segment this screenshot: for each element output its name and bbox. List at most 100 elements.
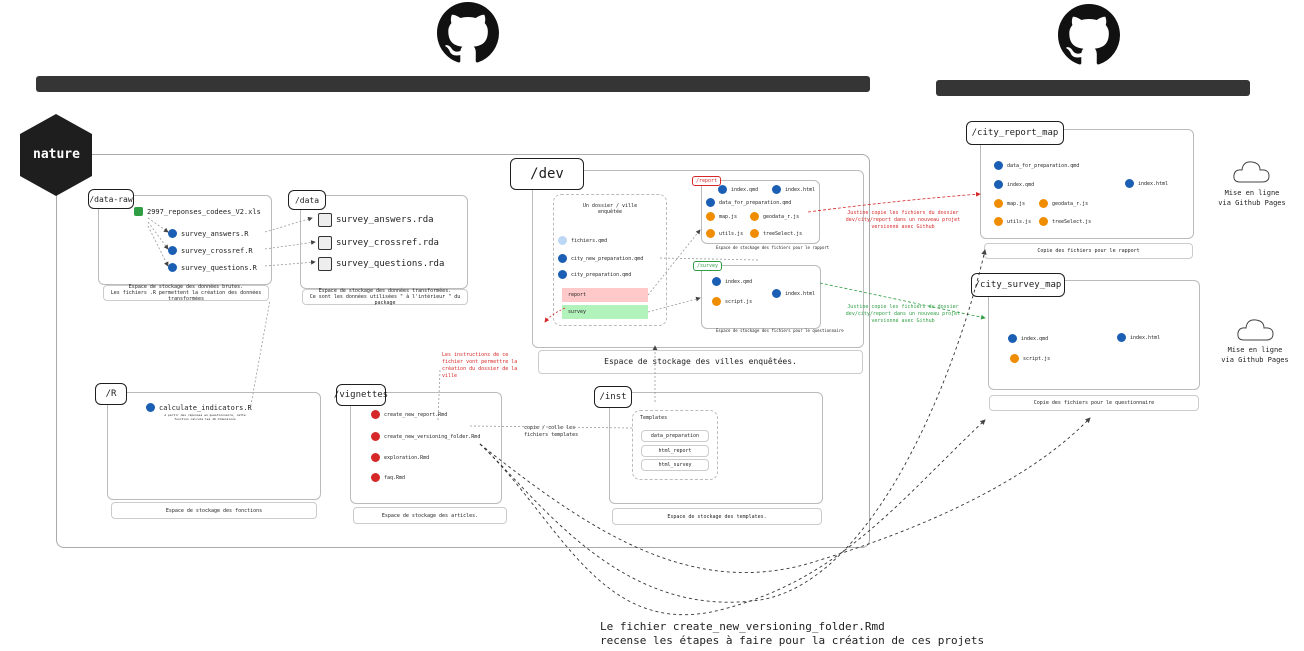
file-geodata-js: geodata_r.js [750,212,799,221]
file-csm-index-html: index.html [1117,333,1160,342]
online-label-1: Mise en ligne via Github Pages [1218,189,1286,207]
file-icon [146,403,155,412]
data-title: /data [288,190,326,210]
calculate-indicators-note: A partir des réponses au questionnaire, … [164,413,246,421]
cloud-icon [1237,319,1274,341]
vignettes-title: /vignettes [334,384,388,406]
file-icon [750,212,759,221]
report-folder-bar: report [562,288,648,302]
file-crm-utils-js: utils.js [994,217,1031,226]
file-icon [994,199,1003,208]
city-report-map-title: /city_report_map [966,121,1064,145]
file-crm-geodata-js: geodata_r.js [1039,199,1088,208]
template-html-survey: html_survey [641,459,709,471]
instructions-note: Les instructions de ce fichier vont perm… [442,352,518,379]
city-report-map-panel [980,129,1194,239]
data-caption: Espace de stockage des données transform… [302,288,468,306]
file-icon [1008,334,1017,343]
file-icon [558,236,567,245]
file-icon [994,217,1003,226]
file-index-html: index.html [772,185,815,194]
file-city-preparation: city_preparation.qmd [558,270,631,279]
templates-title: Templates [640,415,668,421]
file-survey-index-qmd: index.qmd [712,277,752,286]
dev-survey-panel [701,265,821,329]
file-icon [712,297,721,306]
file-fichiers-qmd: fichiers.qmd [558,236,607,245]
file-data-for-preparation: data_for_preparation.qmd [706,198,791,207]
file-crm-index-html: index.html [1125,179,1168,188]
file-icon [750,229,759,238]
survey-copy-note: Justine copie les fichiers du dossier de… [845,304,961,324]
template-data-preparation: data_preparation [641,430,709,442]
file-treeselect-js: treeSelect.js [750,229,802,238]
file-csm-index-qmd: index.qmd [1008,334,1048,343]
file-faq: faq.Rmd [371,473,405,482]
file-icon [168,229,177,238]
file-icon [706,212,715,221]
github-icon [1058,4,1120,65]
file-icon [994,161,1003,170]
file-survey-crossref-r: survey_crossref.R [168,246,253,255]
file-survey-crossref-rda: survey_crossref.rda [318,236,439,250]
database-icon [318,236,332,250]
file-crm-index-qmd: index.qmd [994,180,1034,189]
report-copy-note: Justine copie les fichiers du dossier de… [845,210,961,230]
dev-report-caption: Espace de stockage des fichiers pour le … [716,245,830,250]
inst-title: /inst [594,386,632,408]
file-utils-js: utils.js [706,229,743,238]
footer-line-2: recense les étapes à faire pour la créat… [600,634,985,647]
city-survey-map-panel [988,280,1200,390]
file-icon [772,185,781,194]
city-survey-map-caption: Copie des fichiers pour le questionnaire [989,395,1199,411]
file-icon [994,180,1003,189]
file-icon [718,185,727,194]
data-raw-title: /data-raw [88,189,134,209]
file-crm-map-js: map.js [994,199,1025,208]
vignettes-caption: Espace de stockage des articles. [353,507,507,524]
file-survey-script-js: script.js [712,297,752,306]
survey-folder-bar: survey [562,305,648,319]
file-icon [712,277,721,286]
file-icon [558,254,567,263]
templates-box [632,410,718,480]
file-create-new-versioning: create_new_versioning_folder.Rmd [371,432,480,441]
file-xls: 2997_reponses_codees_V2.xls [134,207,261,216]
repo-bar-pages [936,80,1250,96]
dev-caption: Espace de stockage des villes enquêtées. [538,350,863,374]
template-html-report: html_report [641,445,709,457]
file-icon [371,432,380,441]
package-name: nature [33,147,80,162]
file-icon [706,229,715,238]
file-survey-questions-rda: survey_questions.rda [318,257,444,271]
file-map-js: map.js [706,212,737,221]
database-icon [318,213,332,227]
file-survey-answers-rda: survey_answers.rda [318,213,434,227]
copy-note: copie / colle les fichiers templates [524,425,579,438]
file-survey-questions-r: survey_questions.R [168,263,257,272]
file-icon [558,270,567,279]
file-csm-script-js: script.js [1010,354,1050,363]
file-icon [371,453,380,462]
cloud-icon [1233,161,1270,183]
file-icon [706,198,715,207]
file-calculate-indicators: calculate_indicators.R [146,403,252,412]
city-folder-title: Un dossier / ville enquêtée [582,203,638,215]
github-icon [437,2,499,63]
inst-caption: Espace de stockage des templates. [612,508,822,525]
file-icon [168,263,177,272]
file-icon [772,289,781,298]
file-icon [371,473,380,482]
survey-tag: /survey [693,261,723,271]
file-icon [1125,179,1134,188]
report-tag: /report [692,176,722,186]
file-icon [168,246,177,255]
database-icon [318,257,332,271]
r-caption: Espace de stockage des fonctions [111,502,317,519]
file-survey-index-html: index.html [772,289,815,298]
file-index-qmd: index.qmd [718,185,758,194]
file-city-new-preparation: city_new_preparation.qmd [558,254,643,263]
file-crm-data-for-preparation: data_for_preparation.qmd [994,161,1079,170]
file-icon [1010,354,1019,363]
file-icon [1039,217,1048,226]
